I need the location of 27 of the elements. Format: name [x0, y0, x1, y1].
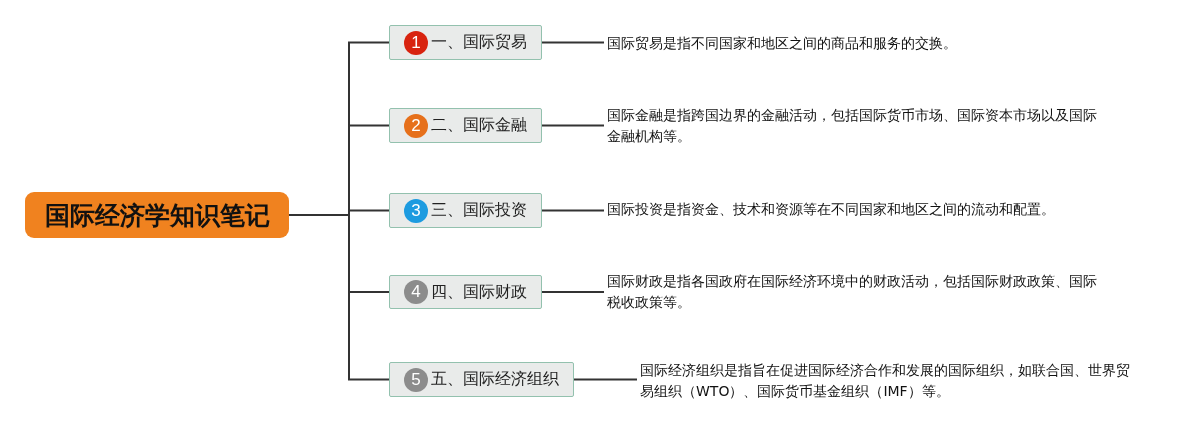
connector-line [541, 291, 605, 293]
connector-line [288, 214, 390, 381]
connector-line [541, 124, 605, 127]
number-badge: 1 [404, 30, 428, 55]
number-badge: 3 [404, 198, 428, 223]
description-text: 国际金融是指跨国边界的金融活动，包括国际货币市场、国际资本市场以及国际金融机构等。 [607, 105, 1099, 147]
description-text: 国际投资是指资金、技术和资源等在不同国家和地区之间的流动和配置。 [607, 199, 1099, 220]
description-text: 国际贸易是指不同国家和地区之间的商品和服务的交换。 [607, 33, 1099, 54]
topic-label: 五、国际经济组织 [431, 369, 559, 390]
connector-line [541, 41, 605, 44]
topic-label: 三、国际投资 [431, 200, 527, 221]
description-text: 国际经济组织是指旨在促进国际经济合作和发展的国际组织，如联合国、世界贸易组织（WTO）、国际货币基金组织（IMF）等。 [640, 360, 1132, 402]
topic-label: 一、国际贸易 [431, 32, 527, 53]
description-text: 国际财政是指各国政府在国际经济环境中的财政活动，包括国际财政政策、国际税收政策等。 [607, 271, 1099, 313]
topic-label: 二、国际金融 [431, 115, 527, 136]
connector-line [573, 378, 638, 381]
topic-label: 四、国际财政 [431, 281, 527, 303]
number-badge: 2 [404, 113, 428, 138]
number-badge: 5 [404, 367, 428, 392]
topic-box [389, 193, 542, 228]
topic-box [389, 25, 542, 60]
central-topic: 国际经济学知识笔记 [25, 192, 289, 238]
topic-box [389, 108, 542, 143]
number-badge: 4 [404, 280, 428, 304]
connector-line [541, 209, 605, 212]
topic-box [389, 362, 574, 397]
topic-box [389, 275, 542, 309]
